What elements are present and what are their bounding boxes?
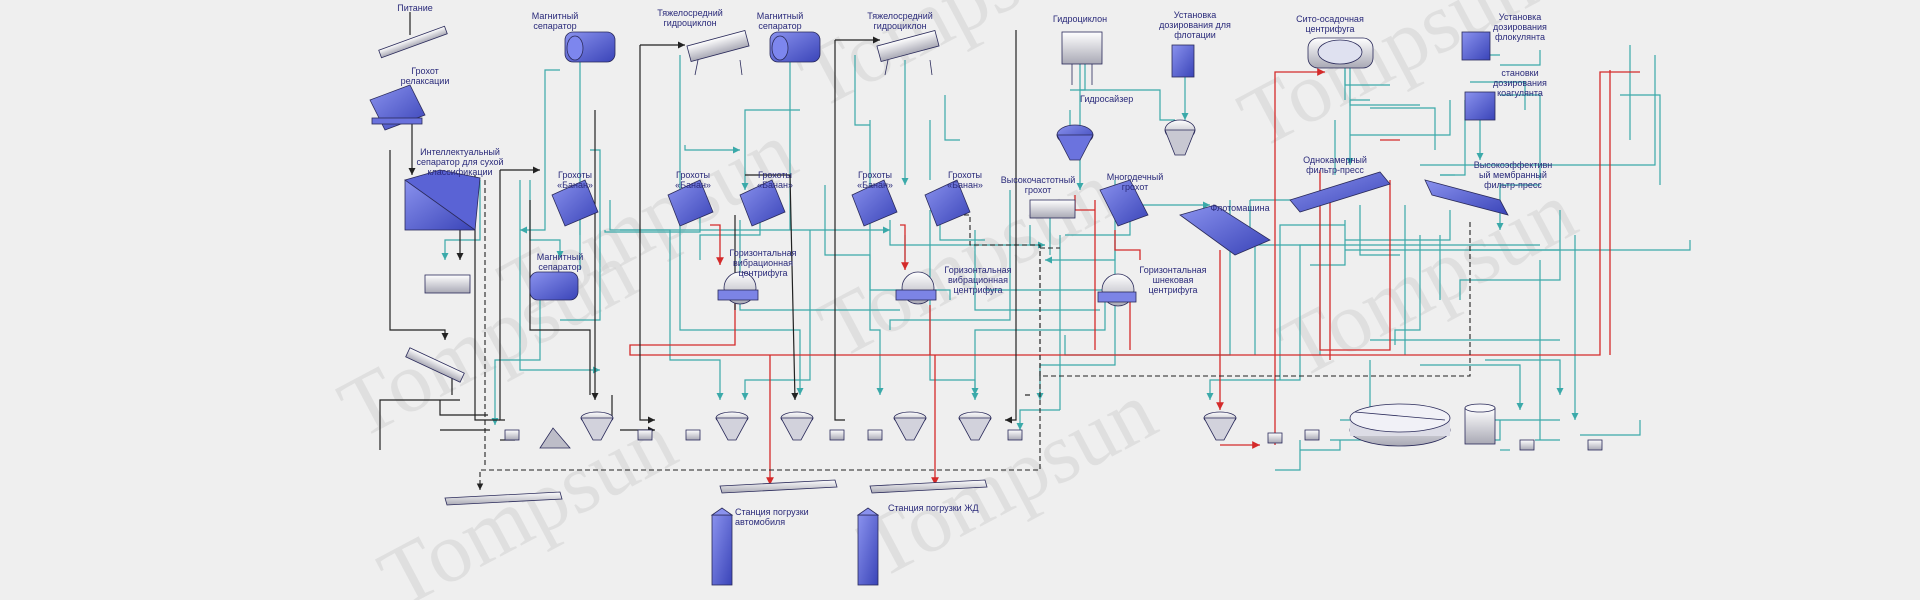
dosing-unit-icon: [1461, 31, 1491, 61]
loading-silo-icon: [710, 507, 734, 586]
label-sieve-centrifuge: Сито-осадочная центрифуга: [1296, 14, 1364, 34]
label-membrane-press: Высокоэффективн ый мембранный фильтр-пре…: [1473, 160, 1553, 190]
dosing-unit-icon: [1171, 44, 1195, 78]
pump-icon: [504, 429, 520, 441]
tank-icon: [1464, 403, 1496, 445]
hopper-icon: [780, 411, 814, 441]
hopper-icon: [715, 411, 749, 441]
banana-screen-icon: [851, 179, 898, 227]
equipment-layer: [369, 25, 1603, 586]
label-single-press: Однокамерный фильтр-пресс: [1303, 155, 1367, 175]
label-hf-screen: Высокочастотный грохот: [1000, 175, 1076, 195]
cyclone-icon: [876, 30, 940, 76]
label-relax-screen: Грохот релаксации: [400, 66, 450, 86]
label-rail-station: Станция погрузки ЖД: [888, 503, 979, 513]
magnetic-separator-icon: [529, 271, 579, 301]
label-hsc: Горизонтальная шнековая центрифуга: [1139, 265, 1207, 295]
magnetic-separator-icon: [769, 31, 821, 63]
label-hydrocyclone: Гидроциклон: [1052, 14, 1108, 24]
hopper-icon: [958, 411, 992, 441]
pump-icon: [637, 429, 653, 441]
label-flotation: Флотомашина: [1210, 203, 1270, 213]
label-feed: Питание: [397, 3, 433, 13]
hopper-icon: [893, 411, 927, 441]
banana-screen-icon: [667, 179, 714, 227]
pump-icon: [1519, 439, 1535, 451]
feeder-icon: [424, 274, 471, 294]
conveyor-icon: [444, 491, 563, 506]
label-car-station: Станция погрузки автомобиля: [735, 507, 809, 527]
hydrosizer-icon: [1056, 124, 1094, 161]
vibrating-screen-icon: [1099, 179, 1149, 227]
pump-icon: [1587, 439, 1603, 451]
banana-screen-icon: [739, 179, 786, 227]
hopper-icon: [1203, 411, 1237, 441]
vibrating-screen-icon: [1029, 199, 1076, 219]
label-coagulant-dosing: становки дозирования коагулянта: [1493, 68, 1547, 98]
pump-icon: [829, 429, 845, 441]
vibrating-screen-icon: [369, 84, 426, 131]
centrifuge-icon: [1307, 37, 1374, 69]
cyclone-icon: [1061, 31, 1103, 85]
filter-press-icon: [1424, 179, 1509, 216]
label-multi-screen: Многодечный грохот: [1106, 172, 1164, 192]
centrifuge-icon: [895, 271, 937, 305]
tank-icon: [1164, 119, 1196, 156]
red-flow-lines: [629, 68, 1640, 485]
filter-press-icon: [1289, 171, 1391, 213]
label-smart-separator: Интеллектуальный сепаратор для сухой кла…: [416, 147, 504, 177]
label-banana-1: Грохоты «Банан»: [557, 170, 593, 190]
label-dm-cyclone-1: Тяжелосредний гидроциклон: [657, 8, 723, 28]
label-hvc-2: Горизонтальная вибрационная центрифуга: [944, 265, 1012, 295]
label-hvc-1: Горизонтальная вибрационная центрифуга: [729, 248, 797, 278]
banana-screen-icon: [551, 179, 599, 227]
loading-silo-icon: [856, 507, 880, 586]
label-flocculant-dosing: Установка дозирования флокулянта: [1493, 12, 1547, 42]
pump-icon: [1007, 429, 1023, 441]
label-banana-2: Грохоты «Банан»: [675, 170, 711, 190]
conveyor-icon: [405, 347, 465, 383]
cyclone-icon: [686, 30, 750, 76]
label-mag-sep-3: Магнитный сепаратор: [536, 252, 584, 272]
centrifuge-icon: [1097, 273, 1137, 307]
centrifuge-icon: [717, 271, 759, 305]
label-hydrosizer: Гидросайзер: [1080, 94, 1134, 104]
label-dm-cyclone-2: Тяжелосредний гидроциклон: [867, 11, 933, 31]
watermark: Tompsun: [844, 362, 1171, 596]
stockpile-icon: [539, 427, 571, 449]
conveyor-icon: [378, 25, 448, 59]
dry-separator-icon: [404, 169, 481, 231]
conveyor-icon: [869, 479, 988, 494]
dosing-unit-icon: [1464, 91, 1496, 121]
label-mag-sep-1: Магнитный сепаратор: [531, 11, 579, 31]
banana-screen-icon: [924, 179, 971, 227]
thickener-icon: [1349, 403, 1451, 447]
flotation-machine-icon: [1179, 204, 1271, 256]
label-banana-4: Грохоты «Банан»: [857, 170, 893, 190]
label-banana-5: Грохоты «Банан»: [947, 170, 983, 190]
magnetic-separator-icon: [564, 31, 616, 63]
label-mag-sep-2: Магнитный сепаратор: [756, 11, 804, 31]
conveyor-icon: [719, 479, 838, 494]
pump-icon: [1267, 432, 1283, 444]
pump-icon: [1304, 429, 1320, 441]
label-banana-3: Грохоты «Банан»: [757, 170, 793, 190]
label-flot-dosing: Установка дозирования для флотации: [1159, 10, 1231, 40]
pump-icon: [685, 429, 701, 441]
pump-icon: [867, 429, 883, 441]
hopper-icon: [580, 411, 614, 441]
